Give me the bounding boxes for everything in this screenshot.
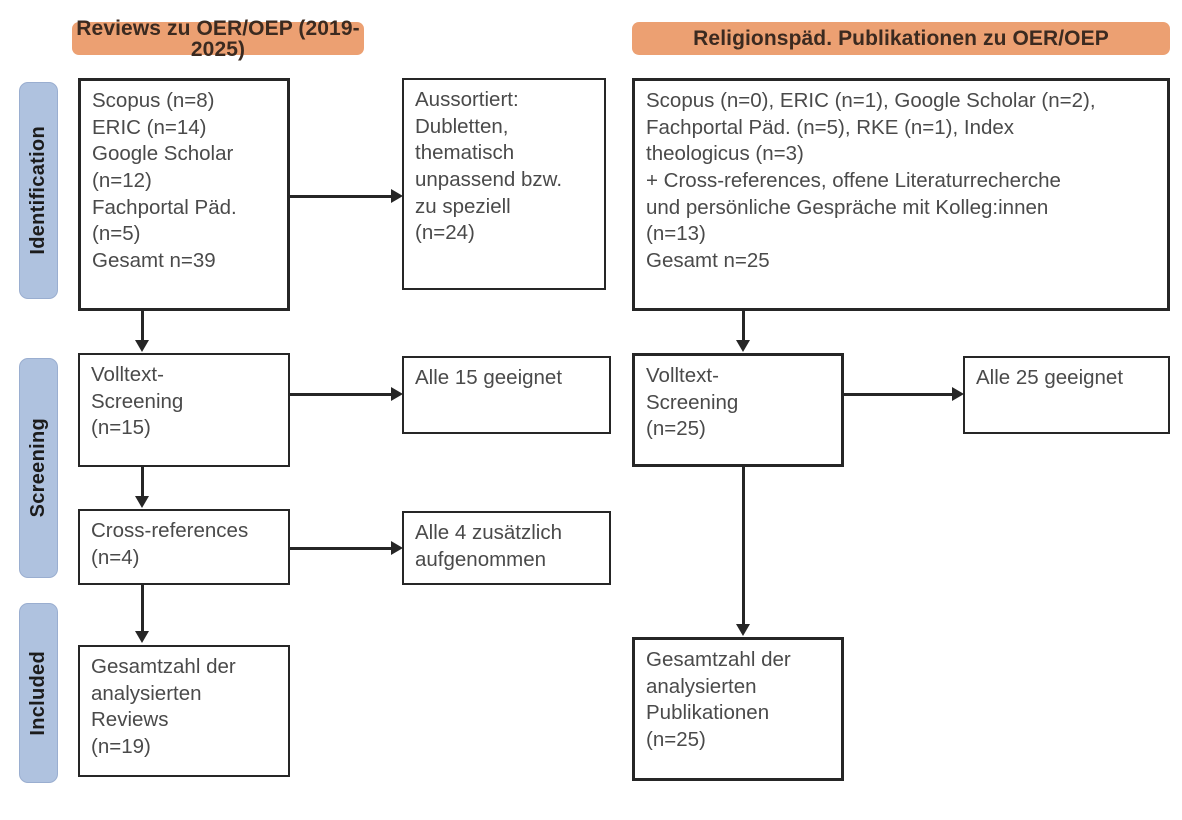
- stage-tab-identification-label: Identification: [27, 126, 49, 255]
- connector-left-fulltext-to-crossref: [141, 467, 144, 497]
- stage-tab-included-label: Included: [27, 650, 49, 736]
- arrowhead-left-sources-to-excluded: [391, 189, 403, 203]
- arrowhead-right-fulltext-to-total: [736, 624, 750, 636]
- connector-right-fulltext-to-total: [742, 467, 745, 625]
- arrowhead-left-crossref-to-added: [391, 541, 403, 555]
- connector-right-sources-to-fulltext: [742, 311, 745, 341]
- connector-left-sources-to-excluded: [290, 195, 392, 198]
- box-left-excluded: Aussortiert: Dubletten, thematisch unpas…: [402, 78, 606, 290]
- box-left-all-added: Alle 4 zusätzlich aufgenommen: [402, 511, 611, 585]
- box-left-fulltext-screening: Volltext- Screening (n=15): [78, 353, 290, 467]
- column-header-right: Religionspäd. Publikationen zu OER/OEP: [632, 22, 1170, 55]
- arrowhead-left-fulltext-to-eligible: [391, 387, 403, 401]
- box-left-total-included: Gesamtzahl der analysierten Reviews (n=1…: [78, 645, 290, 777]
- box-left-cross-references: Cross-references (n=4): [78, 509, 290, 585]
- arrowhead-right-sources-to-fulltext: [736, 340, 750, 352]
- connector-left-sources-to-fulltext: [141, 311, 144, 341]
- arrowhead-right-fulltext-to-eligible: [952, 387, 964, 401]
- arrowhead-left-fulltext-to-crossref: [135, 496, 149, 508]
- box-right-sources: Scopus (n=0), ERIC (n=1), Google Scholar…: [632, 78, 1170, 311]
- stage-tab-screening: Screening: [19, 358, 58, 578]
- column-header-left: Reviews zu OER/OEP (2019-2025): [72, 18, 364, 60]
- connector-left-crossref-to-added: [290, 547, 392, 550]
- stage-tab-identification: Identification: [19, 82, 58, 299]
- box-right-total-included: Gesamtzahl der analysierten Publikatione…: [632, 637, 844, 781]
- box-right-fulltext-screening: Volltext- Screening (n=25): [632, 353, 844, 467]
- connector-right-fulltext-to-eligible: [844, 393, 953, 396]
- stage-tab-screening-label: Screening: [27, 418, 49, 518]
- arrowhead-left-crossref-to-total: [135, 631, 149, 643]
- arrowhead-left-sources-to-fulltext: [135, 340, 149, 352]
- box-left-all-eligible: Alle 15 geeignet: [402, 356, 611, 434]
- box-left-sources: Scopus (n=8) ERIC (n=14) Google Scholar …: [78, 78, 290, 311]
- connector-left-fulltext-to-eligible: [290, 393, 392, 396]
- connector-left-crossref-to-total: [141, 585, 144, 632]
- box-right-all-eligible: Alle 25 geeignet: [963, 356, 1170, 434]
- stage-tab-included: Included: [19, 603, 58, 783]
